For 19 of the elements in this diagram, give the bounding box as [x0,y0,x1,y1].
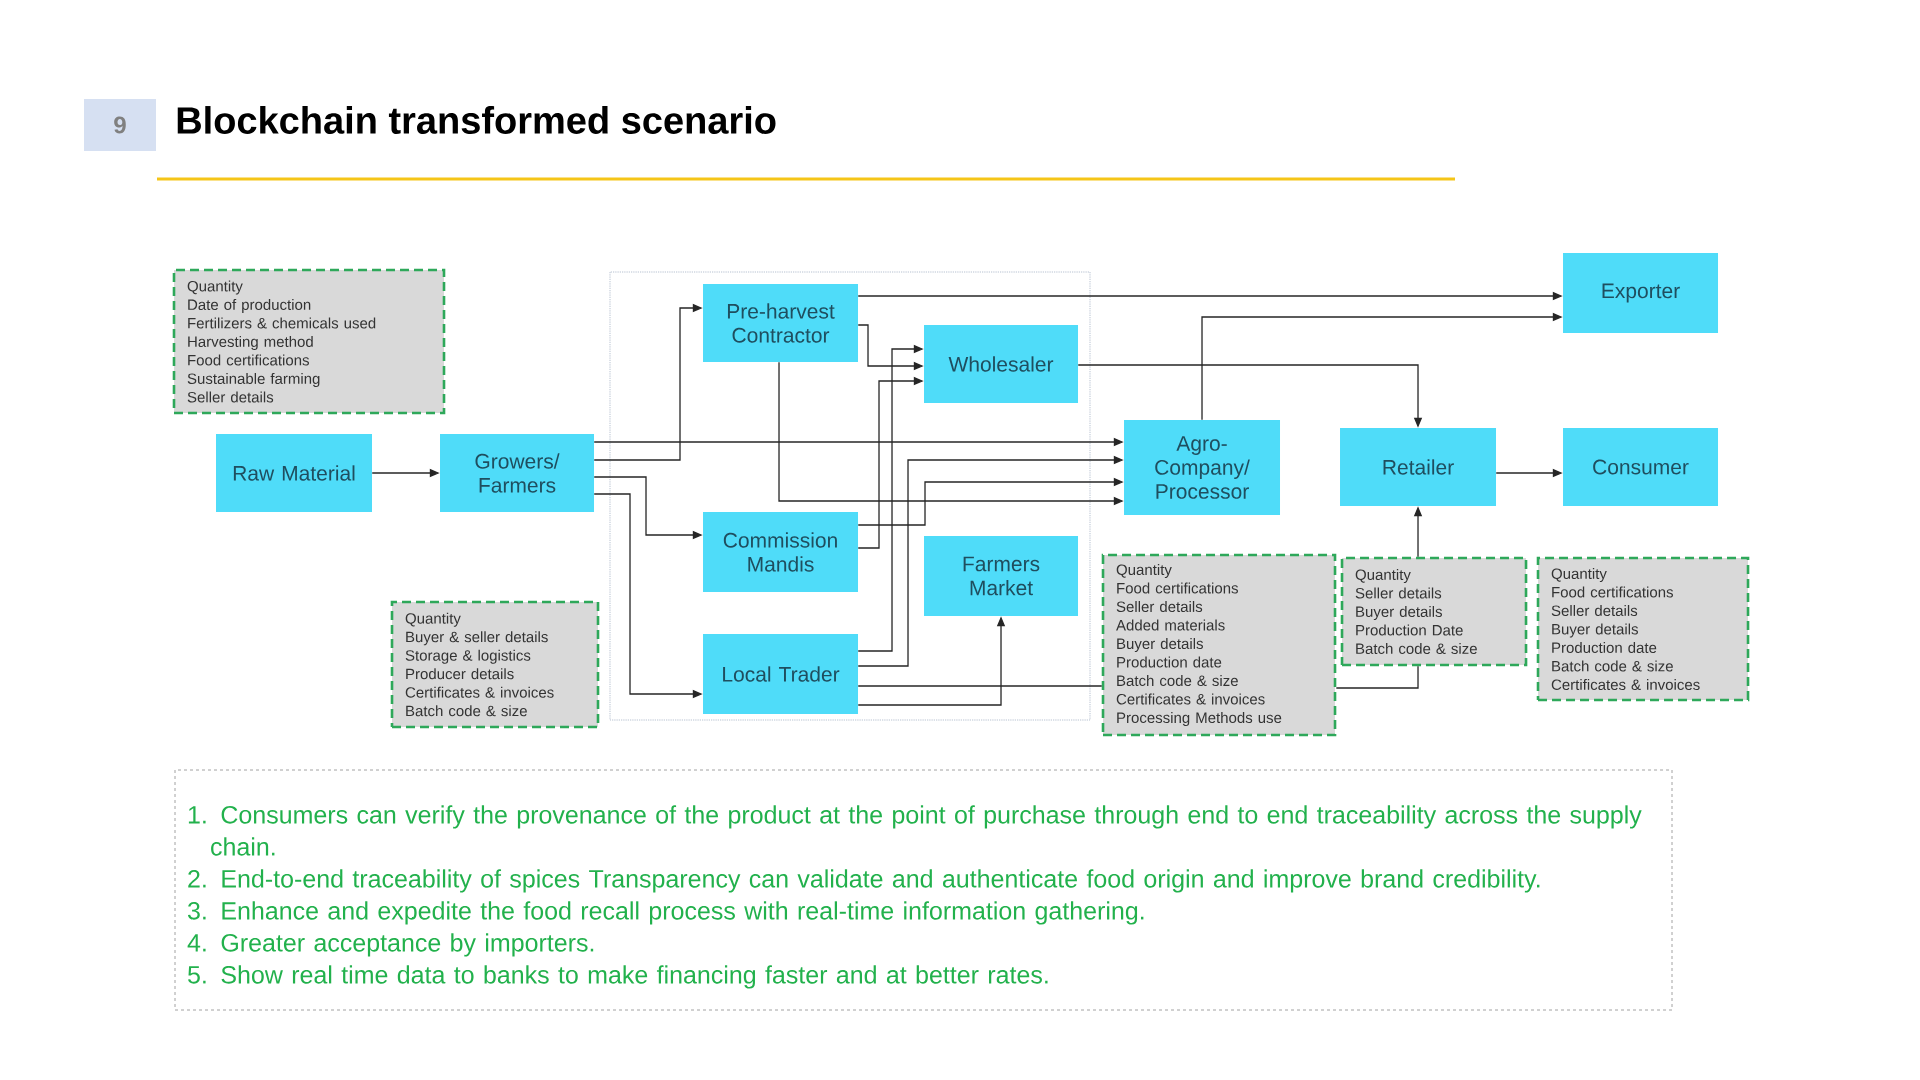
note-box: 1. Consumers can verify the provenance of the product at the point of purchase through end to end traceability across the supply chain. 2. End-to-end traceability of spices Transparency can validate and authenticate food origin and improve brand credibility. 3. Enhance and expedite the food recall process with real-time information gathering. 4. Greater acceptance by importers. 5. Show real time data to banks to make financing faster and at better rates. [174,769,1673,1011]
process-box: Agro- Company/ Processor [1124,420,1280,515]
process-box: Retailer [1340,428,1496,506]
process-box: Raw Material [216,434,372,512]
process-box: Local Trader [703,634,858,714]
process-box: Farmers Market [924,536,1078,616]
process-box: Pre-harvest Contractor [703,284,858,362]
info-box: Quantity Food certifications Seller details Buyer details Production date Batch code & size Certificates & invoices [1536,556,1750,702]
process-box: Growers/ Farmers [440,434,594,512]
info-box: Quantity Buyer & seller details Storage & logistics Producer details Certificates & invoices Batch code & size [390,600,600,729]
process-box: Wholesaler [924,325,1078,403]
process-box: Commission Mandis [703,512,858,592]
info-box: Quantity Seller details Buyer details Production Date Batch code & size [1340,556,1528,667]
info-box: Quantity Food certifications Seller details Added materials Buyer details Production date Batch code & size Certificates & invoices Processing Methods use [1101,553,1337,737]
process-box: Consumer [1563,428,1718,506]
process-box: Exporter [1563,253,1718,333]
title: Blockchain transformed scenario [177,106,776,134]
info-box: Quantity Date of production Fertilizers & chemicals used Harvesting method Food certifications Sustainable farming Seller details [172,268,446,415]
page-number: 9 [84,99,156,151]
